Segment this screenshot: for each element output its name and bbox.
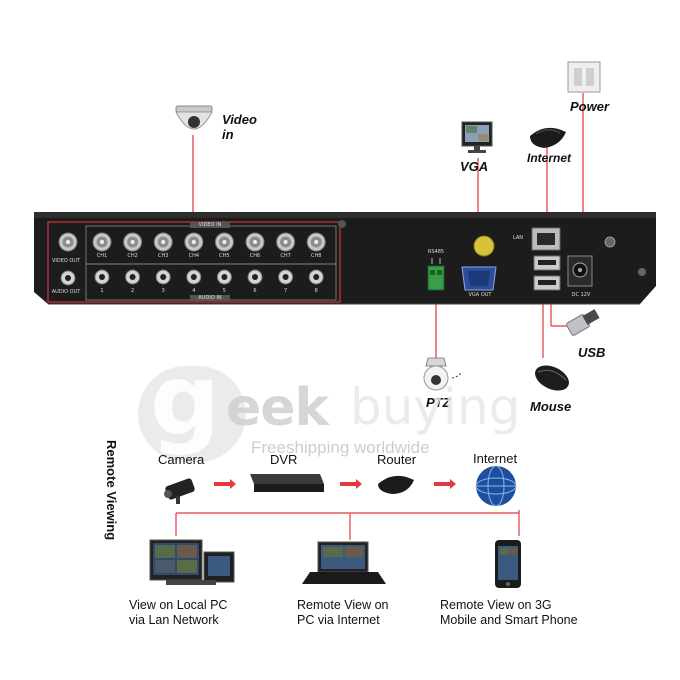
power-label: Power: [570, 99, 610, 114]
flow-arrows: [214, 479, 456, 489]
power-outlet-icon: [567, 61, 601, 93]
flow-internet-label: Internet: [473, 451, 518, 466]
ptz-label: PTZ: [426, 395, 451, 410]
channel-label: CH7: [280, 253, 291, 259]
watermark-eek: eek: [226, 378, 329, 438]
dome-camera-icon: [175, 105, 213, 130]
caption-mobile-line1: Remote View on 3G: [440, 598, 552, 612]
rs485-label: RS485: [427, 249, 445, 255]
caption-local-pc: View on Local PC via Lan Network: [129, 598, 227, 628]
bullet-camera-icon: [164, 478, 195, 504]
watermark-tagline: Freeshipping worldwide: [251, 438, 430, 457]
internet-globe-icon: [475, 465, 517, 507]
audio-channel-label: 1: [100, 288, 104, 294]
flow-dvr-label: DVR: [270, 452, 298, 467]
rs485-terminal: [427, 258, 445, 291]
local-pc-icon: [149, 539, 235, 585]
vga-out-label: VGA OUT: [468, 292, 492, 298]
dvr-backpanel-diagram: [34, 61, 656, 391]
ground-screw: [604, 236, 616, 248]
caption-mobile-line2: Mobile and Smart Phone: [440, 613, 578, 627]
audio-in-rca-6: [247, 269, 263, 285]
caption-local-pc-line1: View on Local PC: [129, 598, 228, 612]
dc-jack: [567, 255, 593, 287]
screw: [638, 268, 646, 276]
video-in-tag: VIDEO IN: [190, 222, 230, 228]
audio-in-rca-8: [308, 269, 324, 285]
channel-label: CH8: [310, 253, 322, 259]
usb-ports: [533, 255, 561, 291]
usb-stick-icon: [566, 309, 600, 336]
audio-channel-label: 7: [284, 288, 288, 294]
audio-in-rca-3: [155, 269, 171, 285]
flow-router-label: Router: [377, 452, 417, 467]
flow-camera-label: Camera: [158, 452, 205, 467]
audio-channel-label: 3: [161, 288, 165, 294]
video-in-bnc-2: [123, 232, 143, 252]
audio-in-rca-4: [186, 269, 202, 285]
internet-label: Internet: [527, 151, 572, 165]
video-out-label: VIDEO OUT: [51, 258, 81, 264]
mouse-icon: [535, 365, 569, 391]
audio-channel-label: 4: [192, 288, 196, 294]
video-in-bnc-7: [276, 232, 296, 252]
audio-in-rca-1: [94, 269, 110, 285]
audio-channel-label: 2: [131, 288, 135, 294]
caption-remote-pc-line1: Remote View on: [297, 598, 389, 612]
video-in-bnc-5: [214, 232, 234, 252]
caption-remote-pc-line2: PC via Internet: [297, 613, 380, 627]
router-icon: [530, 127, 566, 148]
monitor-icon: [461, 121, 493, 153]
caption-mobile: Remote View on 3G Mobile and Smart Phone: [440, 598, 578, 628]
router-icon: [378, 475, 414, 494]
audio-in-rca-2: [125, 269, 141, 285]
video-in-label: Video in: [222, 112, 257, 142]
dvr-icon: [250, 474, 324, 492]
vga-label: VGA: [460, 159, 489, 174]
audio-out-rca: [60, 270, 76, 286]
laptop-icon: [302, 541, 386, 584]
audio-in-rca-5: [216, 269, 232, 285]
video-out-bnc: [58, 232, 78, 252]
connection-bracket: [175, 510, 520, 540]
vga-port: [461, 266, 497, 291]
channel-label: CH3: [157, 253, 169, 259]
ptz-camera-icon: [423, 357, 463, 391]
audio-channel-label: 8: [314, 288, 318, 294]
audio-out-label: AUDIO OUT: [51, 289, 81, 295]
dc-label: DC 12V: [571, 292, 591, 298]
audio-in-tag: AUDIO IN: [190, 295, 230, 301]
audio-in-rca-7: [278, 269, 294, 285]
channel-label: CH5: [219, 253, 230, 259]
video-in-bnc-1: [92, 232, 112, 252]
video-in-bnc-8: [306, 232, 326, 252]
screw: [338, 220, 346, 228]
channel-label: CH6: [249, 253, 261, 259]
caption-local-pc-line2: via Lan Network: [129, 613, 219, 627]
channel-label: CH1: [96, 253, 108, 259]
watermark-buying: buying: [350, 378, 521, 436]
usb-label: USB: [578, 345, 606, 360]
lan-label: LAN: [512, 235, 524, 241]
bnc-connectors: [58, 232, 326, 252]
rca-connectors: [60, 269, 324, 286]
mouse-label: Mouse: [530, 399, 572, 414]
audio-channel-label: 6: [253, 288, 257, 294]
video-in-bnc-6: [245, 232, 265, 252]
audio-channel-label: 5: [222, 288, 226, 294]
watermark-logo-bg: [138, 366, 246, 462]
lan-port: [531, 227, 561, 251]
video-in-bnc-3: [153, 232, 173, 252]
video-in-bnc-4: [184, 232, 204, 252]
channel-label: CH4: [188, 253, 200, 259]
caption-remote-pc: Remote View on PC via Internet: [297, 598, 389, 628]
watermark-g: g: [150, 344, 221, 458]
channel-label: CH2: [127, 253, 138, 259]
smartphone-icon: [495, 540, 521, 588]
remote-viewing-flow: [149, 465, 521, 588]
vga-indicator: [473, 235, 495, 257]
